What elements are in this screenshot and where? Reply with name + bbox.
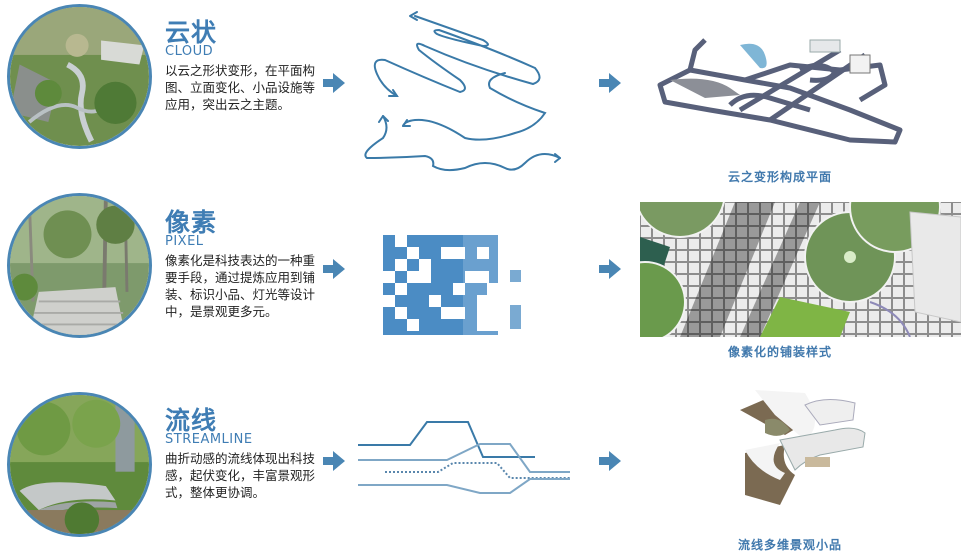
right-arrow-icon xyxy=(323,259,345,279)
pixel-photo xyxy=(7,193,152,338)
right-arrow-icon xyxy=(599,73,621,93)
right-arrow-icon xyxy=(323,73,345,93)
cloud-result-caption: 云之变形构成平面 xyxy=(727,170,832,184)
right-arrow-icon xyxy=(323,451,345,471)
cloud-photo xyxy=(7,4,152,149)
cloud-title-en: CLOUD xyxy=(165,44,214,59)
pixel-title-cn: 像素 xyxy=(165,208,218,237)
streamline-lines-diagram xyxy=(358,421,570,494)
row-pixel: 像素 PIXEL 像素化是科技表达的一种重要手段，通过提炼应用到铺装、标识小品、… xyxy=(0,190,961,370)
row-cloud: 云状 CLOUD 以云之形状变形，在平面构图、立面变化、小品设施等应用，突出云之… xyxy=(0,0,961,185)
pixel-title-en: PIXEL xyxy=(165,234,204,249)
streamline-result-caption: 流线多维景观小品 xyxy=(737,538,842,552)
pixel-description: 像素化是科技表达的一种重要手段，通过提炼应用到铺装、标识小品、灯光等设计中，是景… xyxy=(165,253,316,319)
streamline-pavilion-model xyxy=(740,390,866,505)
row-streamline: 流线 STREAMLINE 曲折动感的流线体现出科技感，起伏变化，丰富景观形式，… xyxy=(0,380,961,556)
streamline-title-cn: 流线 xyxy=(165,406,218,435)
streamline-description: 曲折动感的流线体现出科技感，起伏变化，丰富景观形式，整体更协调。 xyxy=(165,451,316,500)
cloud-plan-3d-model xyxy=(657,38,903,145)
cloud-title-cn: 云状 xyxy=(165,18,218,47)
right-arrow-icon xyxy=(599,451,621,471)
pixel-result-caption: 像素化的铺装样式 xyxy=(727,345,832,359)
streamline-title-en: STREAMLINE xyxy=(165,432,253,447)
pixel-paving-plan xyxy=(640,202,961,337)
pixel-grid-diagram xyxy=(383,235,521,335)
streamline-photo xyxy=(7,392,152,537)
cloud-description: 以云之形状变形，在平面构图、立面变化、小品设施等应用，突出云之主题。 xyxy=(165,63,316,112)
right-arrow-icon xyxy=(599,259,621,279)
cloud-wavy-line-diagram xyxy=(364,11,561,172)
